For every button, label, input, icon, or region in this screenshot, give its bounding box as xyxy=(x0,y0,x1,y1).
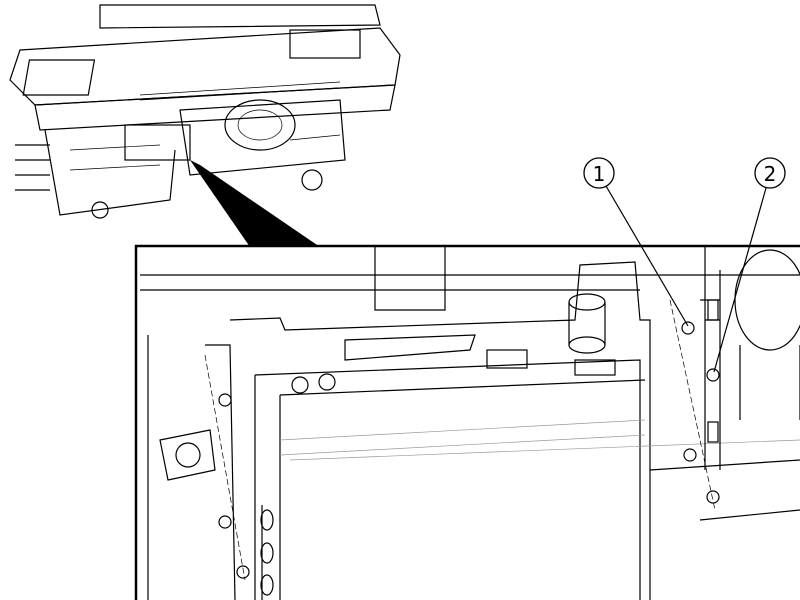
callout-label: 2 xyxy=(764,162,777,186)
callout-label: 1 xyxy=(593,162,606,186)
detail-view xyxy=(134,244,800,600)
callout-1: 1 xyxy=(583,157,689,327)
zoom-wedge xyxy=(190,160,320,247)
overview-machine xyxy=(9,4,401,219)
callout-circle xyxy=(754,157,786,189)
callout-2: 2 xyxy=(713,157,786,373)
detail-region-marker xyxy=(124,124,191,161)
callout-circle xyxy=(583,157,615,189)
